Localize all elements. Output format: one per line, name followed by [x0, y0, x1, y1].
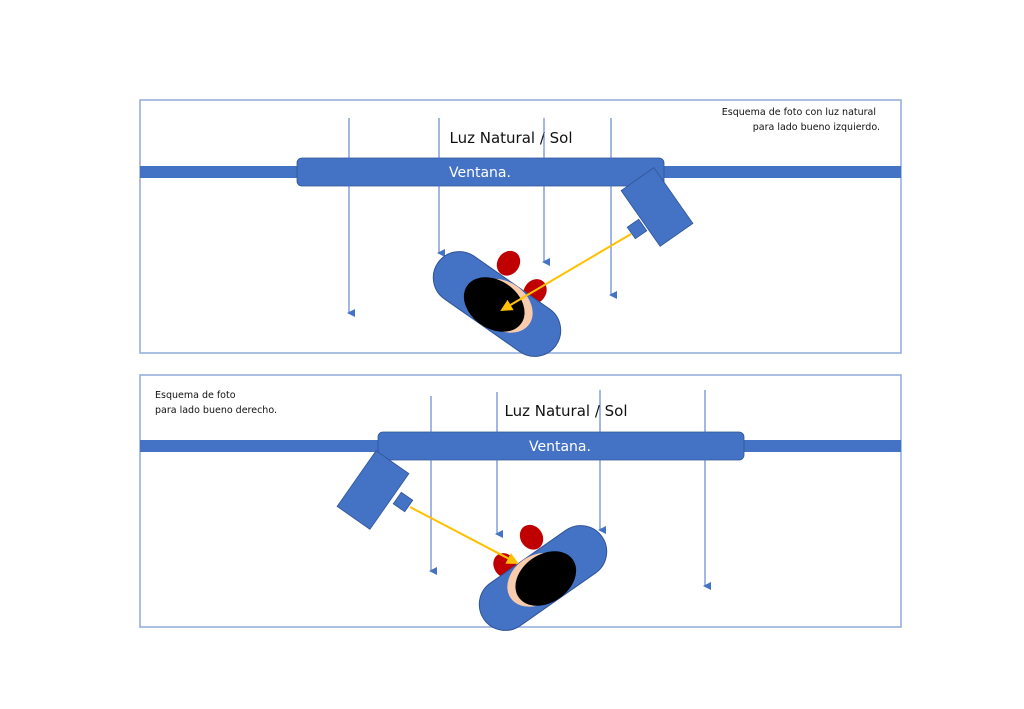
- diagram-note-line2: para lado bueno derecho.: [155, 405, 277, 416]
- camera-lens-icon: [626, 218, 648, 240]
- diagram-note-line2: para lado bueno izquierdo.: [753, 122, 880, 133]
- camera-lens-icon: [392, 491, 414, 513]
- window-label: Ventana.: [449, 165, 511, 181]
- camera-icon: [336, 450, 410, 530]
- camera-icon: [620, 167, 694, 247]
- window: [296, 157, 665, 187]
- panel-right-good-side: Ventana. Luz Natural / Sol Esquema de fo…: [139, 374, 902, 631]
- diagram-note-line1: Esquema de foto con luz natural: [722, 107, 876, 118]
- panel-left-good-side: Ventana. Luz Natural / Sol Esquema de fo…: [139, 99, 902, 357]
- window: [377, 431, 745, 461]
- subject-person-icon: [478, 524, 608, 631]
- window-label: Ventana.: [529, 439, 591, 455]
- ear-icon: [496, 250, 521, 276]
- light-path-arrow: [409, 506, 519, 564]
- light-source-title: Luz Natural / Sol: [504, 402, 627, 420]
- ear-icon: [519, 524, 544, 550]
- diagram-note-line1: Esquema de foto: [155, 390, 236, 401]
- head-hair-shape: [463, 277, 525, 332]
- head-hair-shape: [515, 551, 577, 606]
- light-source-title: Luz Natural / Sol: [449, 129, 572, 147]
- light-path-arrow: [500, 233, 632, 312]
